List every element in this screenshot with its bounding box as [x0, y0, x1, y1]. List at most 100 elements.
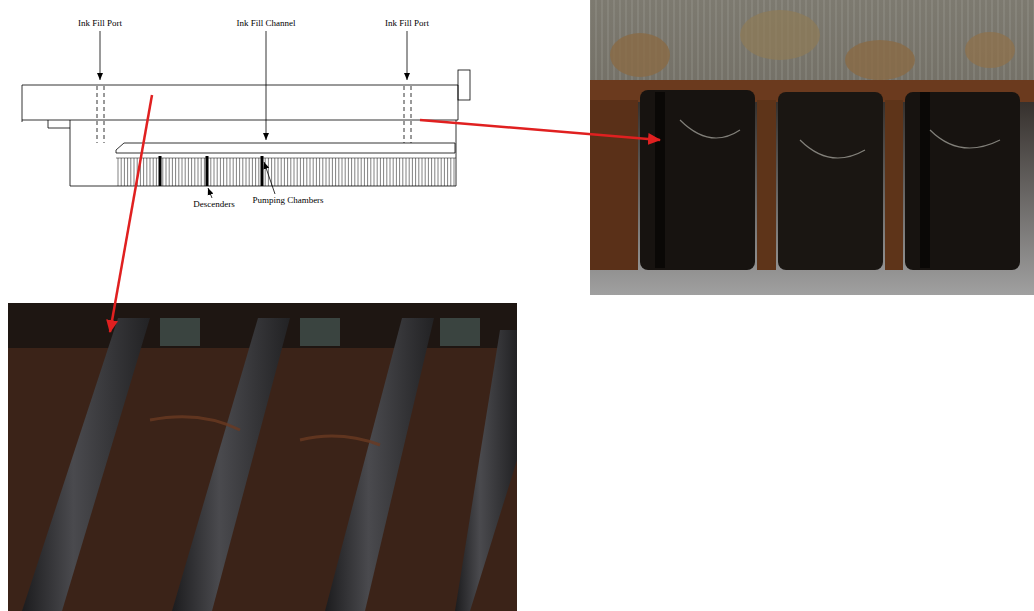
slot — [440, 318, 480, 346]
chamber-line — [351, 158, 352, 186]
chamber-line — [124, 158, 125, 186]
chamber-line — [156, 158, 157, 186]
chamber-line — [230, 158, 231, 186]
residue — [150, 417, 380, 445]
chamber-line — [246, 158, 247, 186]
port-dashed — [411, 86, 412, 143]
chamber-line — [146, 158, 147, 186]
end-tab — [458, 70, 470, 100]
chamber-line — [239, 158, 240, 186]
chamber-line — [335, 158, 336, 186]
chamber-line — [412, 158, 413, 186]
chamber-line — [118, 158, 119, 186]
highlight — [680, 120, 1000, 158]
chamber-line — [319, 158, 320, 186]
chamber-line — [338, 158, 339, 186]
descender-photo — [22, 318, 150, 611]
rust-blob — [845, 40, 915, 80]
callout-label: Ink Fill Port — [78, 18, 122, 29]
descender-photo — [172, 318, 290, 611]
chamber-line — [255, 158, 256, 186]
callout-label: Ink Fill Channel — [237, 18, 296, 29]
pumping-chamber-comb — [118, 158, 454, 186]
body-outline — [70, 120, 456, 186]
chamber-line — [265, 158, 266, 186]
chamber-line — [162, 158, 163, 186]
chamber-line — [287, 158, 288, 186]
chamber-line — [191, 158, 192, 186]
chamber-line — [194, 158, 195, 186]
pointer-arrow — [420, 120, 660, 140]
descender-photo — [325, 318, 434, 611]
chamber-line — [377, 158, 378, 186]
chamber-line — [418, 158, 419, 186]
ink-fill-channel — [116, 143, 455, 153]
chamber-line — [252, 158, 253, 186]
chamber-line — [178, 158, 179, 186]
chamber-line — [303, 158, 304, 186]
chamber-line — [390, 158, 391, 186]
chamber-line — [434, 158, 435, 186]
leader-arrow — [208, 188, 212, 198]
chamber-base — [116, 158, 456, 159]
descender-photo — [455, 330, 517, 611]
callout-label: Pumping Chambers — [252, 195, 323, 206]
rust-wall — [757, 100, 776, 270]
descender — [206, 156, 209, 186]
chamber-line — [210, 158, 211, 186]
chamber-line — [127, 158, 128, 186]
chamber-line — [313, 158, 314, 186]
chamber-line — [214, 158, 215, 186]
micrograph-descenders — [8, 303, 517, 611]
chamber-line — [367, 158, 368, 186]
pointer-arrow — [110, 95, 152, 332]
leader-arrow — [407, 31, 408, 80]
chamber-line — [236, 158, 237, 186]
chamber-line — [201, 158, 202, 186]
chamber-line — [454, 158, 455, 186]
leader-arrow — [264, 162, 275, 194]
rust-wall — [885, 100, 903, 270]
leader-arrow — [100, 31, 101, 80]
chamber-line — [431, 158, 432, 186]
chamber-line — [278, 158, 279, 186]
chamber-line — [281, 158, 282, 186]
chamber-line — [169, 158, 170, 186]
chamber-line — [284, 158, 285, 186]
chamber-line — [290, 158, 291, 186]
chamber-line — [258, 158, 259, 186]
chamber-line — [406, 158, 407, 186]
slot — [300, 318, 340, 346]
port-dashed — [104, 86, 105, 143]
chamber-line — [393, 158, 394, 186]
chamber-line — [409, 158, 410, 186]
photo-ground — [590, 0, 1034, 295]
chamber-line — [383, 158, 384, 186]
chamber-line — [380, 158, 381, 186]
chamber-line — [370, 158, 371, 186]
chamber-line — [226, 158, 227, 186]
chamber-line — [396, 158, 397, 186]
chamber-line — [130, 158, 131, 186]
chamber-line — [172, 158, 173, 186]
body-outline — [22, 85, 458, 120]
chamber-line — [374, 158, 375, 186]
chamber-line — [150, 158, 151, 186]
rust-blob — [965, 32, 1015, 68]
slot — [160, 318, 200, 346]
chamber-line — [182, 158, 183, 186]
chamber-line — [306, 158, 307, 186]
chamber-line — [297, 158, 298, 186]
chamber-line — [143, 158, 144, 186]
chamber-line — [326, 158, 327, 186]
chamber-line — [348, 158, 349, 186]
photo-band — [590, 80, 1034, 295]
chamber-line — [402, 158, 403, 186]
chamber-line — [268, 158, 269, 186]
chamber-line — [188, 158, 189, 186]
chamber-line — [310, 158, 311, 186]
chamber-line — [444, 158, 445, 186]
body-notch — [22, 120, 70, 128]
descender — [159, 156, 162, 186]
